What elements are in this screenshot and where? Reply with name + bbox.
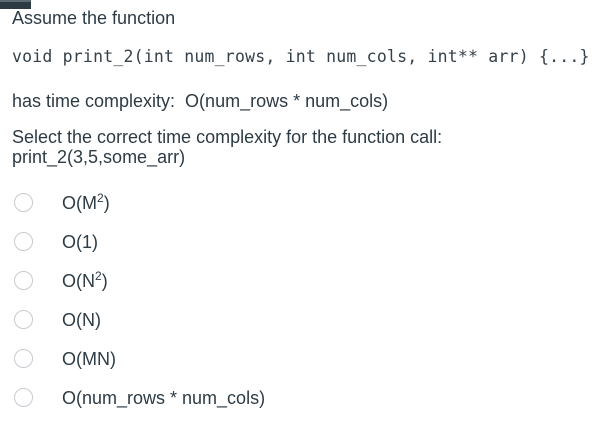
radio-button[interactable] <box>14 310 33 329</box>
answer-option-1[interactable]: O(M2) <box>12 183 602 222</box>
radio-button[interactable] <box>14 193 33 212</box>
answer-option-6[interactable]: O(num_rows * num_cols) <box>12 378 602 417</box>
radio-button[interactable] <box>14 349 33 368</box>
label-text: O(M <box>62 192 97 213</box>
label-text: O(N) <box>62 309 101 330</box>
label-text-end: ) <box>101 270 108 291</box>
answer-option-4[interactable]: O(N) <box>12 300 602 339</box>
label-text: O(1) <box>62 231 98 252</box>
label-text: O(N <box>62 270 95 291</box>
corner-fragment <box>0 0 31 9</box>
code-snippet: void print_2(int num_rows, int num_cols,… <box>12 47 590 66</box>
answer-option-3[interactable]: O(N2) <box>12 261 602 300</box>
question-intro-text: Assume the function <box>12 8 176 28</box>
radio-button[interactable] <box>14 232 33 251</box>
answer-option-5[interactable]: O(MN) <box>12 339 602 378</box>
answer-option-label: O(1) <box>62 232 98 252</box>
answer-option-label: O(num_rows * num_cols) <box>62 388 265 408</box>
answer-option-label: O(N) <box>62 310 101 330</box>
answer-options: O(M2) O(1) O(N2) O(N) O(MN) O(num_rows *… <box>12 183 602 417</box>
label-text: O(MN) <box>62 348 116 369</box>
answer-option-label: O(MN) <box>62 349 116 369</box>
radio-button[interactable] <box>14 271 33 290</box>
answer-option-label: O(M2) <box>62 190 110 213</box>
answer-option-label: O(N2) <box>62 268 108 291</box>
question-prompt: Select the correct time complexity for t… <box>12 127 442 167</box>
question-prompt-line2: print_2(3,5,some_arr) <box>12 147 186 167</box>
question-prompt-line1: Select the correct time complexity for t… <box>12 127 443 147</box>
label-superscript: 2 <box>95 268 102 283</box>
radio-button[interactable] <box>14 388 33 407</box>
answer-option-2[interactable]: O(1) <box>12 222 602 261</box>
complexity-note-text: has time complexity: O(num_rows * num_co… <box>12 91 389 111</box>
label-text: O(num_rows * num_cols) <box>62 387 266 408</box>
label-text-end: ) <box>103 192 110 213</box>
label-superscript: 2 <box>97 190 104 205</box>
